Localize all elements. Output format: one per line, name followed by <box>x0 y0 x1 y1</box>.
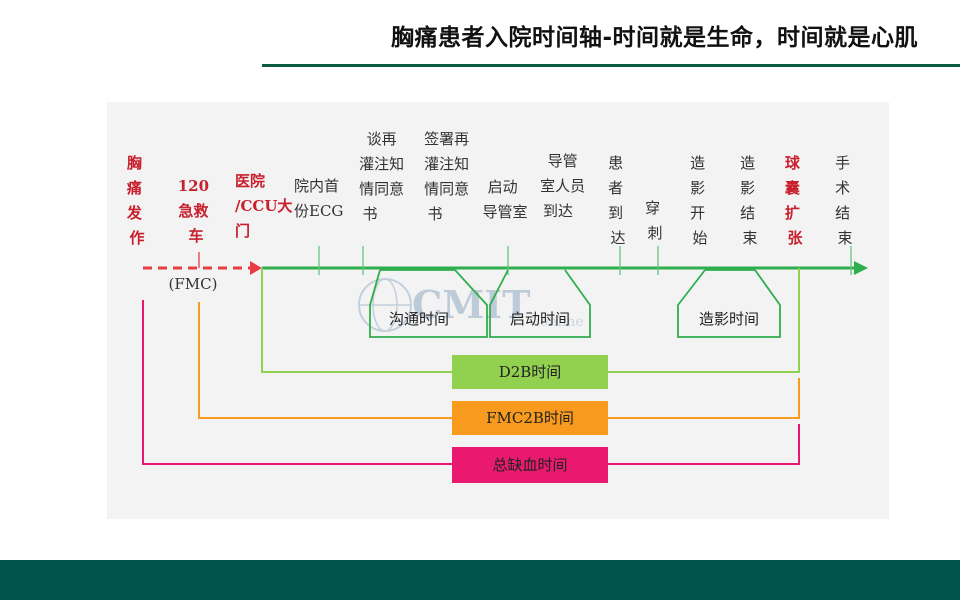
watermark-main: CMIT <box>412 282 530 327</box>
ischemia-bar <box>452 447 608 483</box>
communication-time-label: 沟通时间 <box>389 310 449 328</box>
axis-arrowhead <box>854 261 868 275</box>
event-ambulance: 120 急救 车 <box>178 177 215 245</box>
axis-ticks <box>318 246 852 275</box>
angiography-interval <box>677 269 781 338</box>
event-hospital-door: 医院 /CCU大 门 <box>235 172 298 240</box>
footer-bar <box>0 560 960 600</box>
fmc2b-bar-label: FMC2B时间 <box>486 409 574 427</box>
event-puncture: 穿 刺 <box>645 199 665 242</box>
title-rule <box>262 64 960 67</box>
dashed-arrowhead <box>250 261 262 275</box>
event-first-ecg: 院内首 份ECG <box>294 177 344 220</box>
event-onset: 胸 痛 发 作 <box>126 154 147 247</box>
d2b-bar-label: D2B时间 <box>499 363 562 381</box>
watermark-globe-icon <box>358 278 412 332</box>
event-balloon-dilation: 球 囊 扩 张 <box>784 154 805 247</box>
event-consent-talk: 谈再 灌注知 情同意 书 <box>359 130 409 223</box>
watermark-logo: CMIT online <box>358 278 584 332</box>
watermark-sub: online <box>540 314 584 330</box>
event-angio-start: 造 影 开 始 <box>690 154 710 247</box>
angiography-time-label: 造影时间 <box>699 310 759 328</box>
activation-interval <box>489 269 591 338</box>
fmc2b-bar <box>452 401 608 435</box>
page-title: 胸痛患者入院时间轴-时间就是生命，时间就是心肌 <box>390 25 918 51</box>
event-patient-arrival: 患 者 到 达 <box>608 154 628 247</box>
event-staff-arrival: 导管 室人员 到达 <box>540 152 590 220</box>
event-consent-signed: 签署再 灌注知 情同意 书 <box>424 130 474 223</box>
activation-time-label: 启动时间 <box>510 310 570 328</box>
ischemia-bar-label: 总缺血时间 <box>492 456 567 474</box>
fmc-label: (FMC) <box>169 275 218 293</box>
d2b-bar <box>452 355 608 389</box>
event-surgery-end: 手 术 结 束 <box>835 154 855 247</box>
event-activate-cathlab: 启动 导管室 <box>482 178 527 221</box>
event-angio-end: 造 影 结 束 <box>740 154 760 247</box>
communication-interval <box>369 269 488 338</box>
